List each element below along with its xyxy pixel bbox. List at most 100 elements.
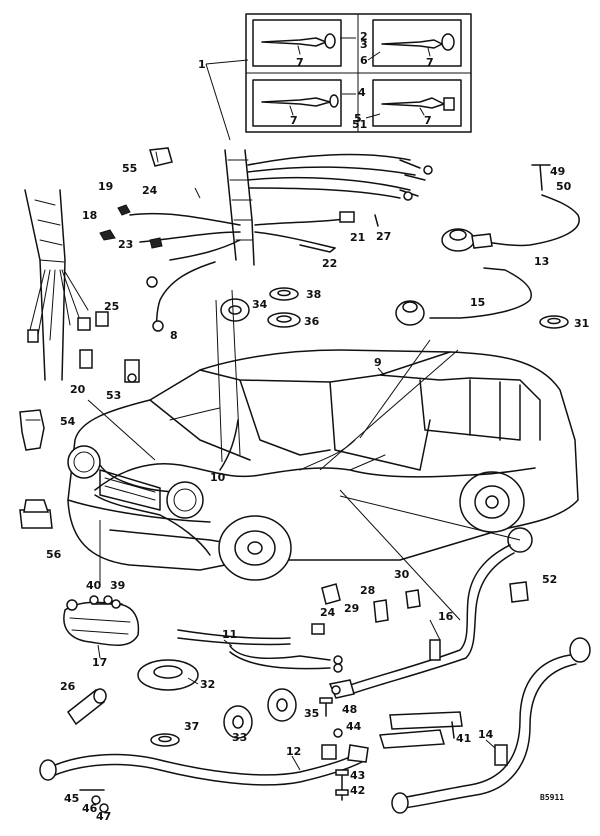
connector-24 xyxy=(311,623,325,635)
grommet-38 xyxy=(269,287,299,301)
callout-53: 53 xyxy=(106,389,121,402)
clip-52 xyxy=(509,581,529,603)
bolt-48 xyxy=(319,697,333,717)
callout-3: 3 xyxy=(360,38,368,51)
grommet-35 xyxy=(267,688,297,722)
callout-25: 25 xyxy=(104,300,119,313)
callout-17: 17 xyxy=(92,656,107,669)
callout-7c: 7 xyxy=(290,114,298,127)
callout-12: 12 xyxy=(286,745,301,758)
car-wiring-overlay xyxy=(94,407,536,556)
callout-32: 32 xyxy=(200,678,215,691)
callout-19: 19 xyxy=(98,180,113,193)
callout-8: 8 xyxy=(170,329,178,342)
callout-41: 41 xyxy=(456,732,471,745)
callout-5: 5 xyxy=(354,112,362,125)
callout-45: 45 xyxy=(64,792,79,805)
callout-46: 46 xyxy=(82,802,98,815)
bolt-42-43 xyxy=(335,769,349,801)
grommet-32 xyxy=(137,659,199,691)
callout-33: 33 xyxy=(232,731,247,744)
washers-39-40 xyxy=(89,595,113,605)
callout-1: 1 xyxy=(198,58,206,71)
callout-7a: 7 xyxy=(296,56,304,69)
main-harness-loom xyxy=(224,149,433,266)
grommet-34 xyxy=(220,298,250,322)
callout-43: 43 xyxy=(350,769,365,782)
callout-20: 20 xyxy=(70,383,86,396)
callout-54: 54 xyxy=(60,415,76,428)
callout-16: 16 xyxy=(438,610,454,623)
headlamp-left xyxy=(67,445,101,479)
callout-15: 15 xyxy=(470,296,485,309)
grommet-33 xyxy=(223,705,253,739)
callout-18: 18 xyxy=(82,209,97,222)
plug-lead-4 xyxy=(261,94,339,116)
connector-20 xyxy=(79,349,93,369)
callout-7d: 7 xyxy=(424,114,432,127)
callout-21: 21 xyxy=(350,231,365,244)
rear-wheel xyxy=(459,471,525,533)
callout-37: 37 xyxy=(184,720,199,733)
callout-30: 30 xyxy=(394,568,410,581)
grommet-31 xyxy=(539,315,569,329)
battery-cable-16 xyxy=(328,527,533,699)
callout-7b: 7 xyxy=(426,56,434,69)
clips-28-29-30 xyxy=(321,583,421,623)
battery-cable-14 xyxy=(391,637,591,814)
callout-55: 55 xyxy=(122,162,137,175)
callout-35: 35 xyxy=(304,707,319,720)
sleeve-26 xyxy=(66,688,107,726)
callout-31: 31 xyxy=(574,317,589,330)
callout-9: 9 xyxy=(374,356,382,369)
callout-51: 51 xyxy=(352,118,367,131)
callout-10: 10 xyxy=(210,471,226,484)
callout-38: 38 xyxy=(306,288,321,301)
clamp-41 xyxy=(379,711,463,749)
callout-24a: 24 xyxy=(142,184,158,197)
earth-lead-13 xyxy=(441,164,580,252)
drawing-reference: B5911 xyxy=(540,793,564,802)
callout-56: 56 xyxy=(46,548,62,561)
bolt-45-46-47 xyxy=(79,789,109,813)
clip-56 xyxy=(19,499,53,529)
callout-50: 50 xyxy=(556,180,572,193)
earth-lead-15 xyxy=(395,267,532,326)
side-loom-lights xyxy=(146,261,216,332)
callout-14: 14 xyxy=(478,728,494,741)
car-body xyxy=(67,349,579,571)
callout-4: 4 xyxy=(358,86,366,99)
front-harness-bundle xyxy=(24,189,109,381)
callout-2: 2 xyxy=(360,30,368,43)
battery-cable-12 xyxy=(39,744,369,786)
front-wheel xyxy=(218,515,292,581)
headlamp-harness-left xyxy=(99,204,379,261)
callout-44: 44 xyxy=(346,720,362,733)
callout-29: 29 xyxy=(344,602,359,615)
callout-labels: 1 2 3 4 5 6 7 7 7 7 8 9 10 11 12 13 14 1… xyxy=(46,30,589,823)
earth-strap-17 xyxy=(63,599,140,646)
callout-49: 49 xyxy=(550,165,565,178)
callout-34: 34 xyxy=(252,298,268,311)
callout-6: 6 xyxy=(360,54,368,67)
callout-26: 26 xyxy=(60,680,76,693)
plug-lead-2 xyxy=(261,33,336,55)
callout-24b: 24 xyxy=(320,606,336,619)
clip-54 xyxy=(19,409,45,451)
plug-lead-5 xyxy=(381,97,455,116)
callout-40: 40 xyxy=(86,579,102,592)
callout-47: 47 xyxy=(96,810,111,823)
harness-11 xyxy=(177,629,343,673)
grommet-36 xyxy=(267,312,301,328)
plug-lead-6 xyxy=(381,33,455,57)
callout-42: 42 xyxy=(350,784,365,797)
callout-23: 23 xyxy=(118,238,133,251)
callout-28: 28 xyxy=(360,584,375,597)
clip-55 xyxy=(149,147,173,167)
callout-48: 48 xyxy=(342,703,357,716)
callout-11: 11 xyxy=(222,628,237,641)
callout-22: 22 xyxy=(322,257,337,270)
inset-box xyxy=(245,13,472,133)
